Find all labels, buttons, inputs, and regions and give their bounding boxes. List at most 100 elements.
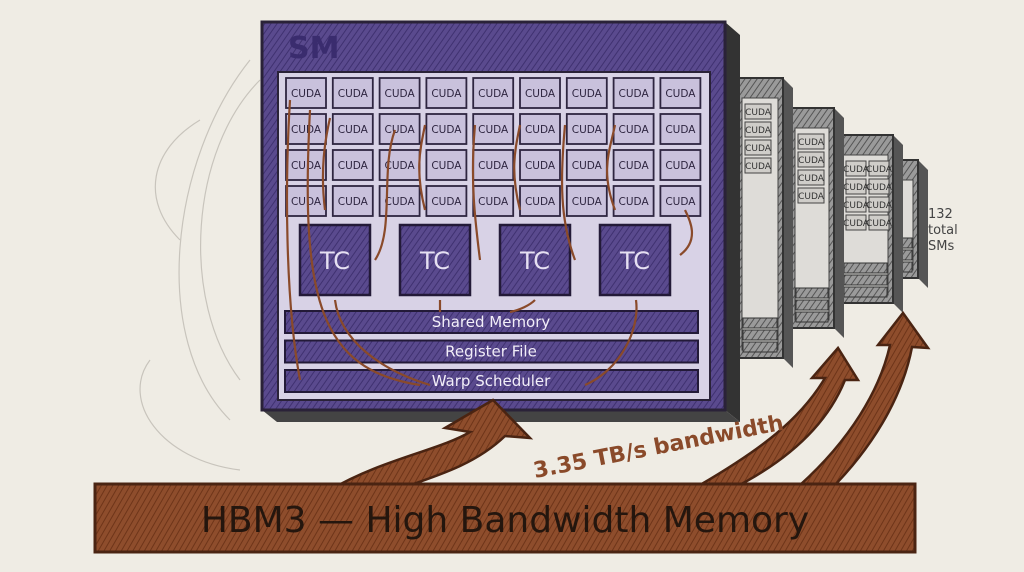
memory-bar-warp-scheduler: Warp Scheduler	[284, 369, 699, 393]
cuda-core: CUDA	[659, 149, 702, 181]
cuda-core-label: CUDA	[291, 124, 322, 136]
cuda-core-label: CUDA	[572, 88, 603, 100]
arrow-to-main-sm	[326, 398, 534, 498]
tensor-core-label: TC	[419, 247, 450, 275]
sm-count-sms: SMs	[928, 239, 954, 254]
background-memory-bar	[843, 274, 888, 286]
cuda-core-label: CUDA	[338, 124, 369, 136]
flow-arrow	[509, 299, 536, 314]
cuda-core-label: CUDA	[619, 88, 650, 100]
cuda-core: CUDA	[519, 185, 561, 217]
cuda-core: CUDA	[285, 149, 327, 181]
cuda-core: CUDA	[285, 113, 327, 145]
cuda-core: CUDA	[331, 185, 374, 217]
cuda-core-label: CUDA	[385, 196, 416, 208]
cuda-core: CUDA	[565, 77, 608, 109]
flow-arrow	[560, 124, 577, 261]
background-cuda-core	[845, 196, 867, 213]
cuda-core-label: CUDA	[525, 88, 556, 100]
background-memory-bar	[742, 317, 778, 329]
tensor-core-row: TC TC TC TC	[298, 223, 672, 297]
arrow-to-stack-2	[797, 310, 931, 492]
cuda-core: CUDA	[425, 185, 468, 217]
background-cuda-label: CUDA	[866, 201, 893, 211]
background-cuda-core	[744, 103, 772, 120]
cuda-core-label: CUDA	[338, 196, 369, 208]
background-cuda-core	[744, 139, 772, 156]
hbm3-label: HBM3 — High Bandwidth Memory	[201, 500, 809, 541]
sm-count: 132	[928, 207, 953, 222]
background-cuda-label: CUDA	[745, 126, 772, 136]
background-cuda-label: CUDA	[843, 201, 870, 211]
cuda-core: CUDA	[472, 185, 515, 217]
cuda-core: CUDA	[331, 113, 374, 145]
background-memory-bar	[795, 311, 829, 323]
arrow-to-stack-1	[696, 345, 861, 492]
cuda-core-label: CUDA	[431, 88, 462, 100]
cuda-core-label: CUDA	[291, 196, 322, 208]
flow-arrow	[605, 124, 617, 211]
cuda-core-label: CUDA	[572, 196, 603, 208]
cuda-core: CUDA	[378, 77, 421, 109]
cuda-core: CUDA	[565, 185, 608, 217]
tensor-core: TC	[498, 223, 572, 297]
flow-arrow	[584, 299, 638, 387]
cuda-core: CUDA	[285, 185, 327, 217]
cuda-core: CUDA	[659, 185, 702, 217]
flow-arrow	[374, 129, 397, 261]
background-cuda-label: CUDA	[866, 219, 893, 229]
background-cuda-core	[845, 160, 867, 177]
background-cuda-label: CUDA	[866, 165, 893, 175]
flow-arrow	[285, 99, 302, 381]
background-cuda-label: CUDA	[745, 162, 772, 172]
tensor-core-label: TC	[319, 247, 350, 275]
background-cuda-label: CUDA	[745, 144, 772, 154]
background-cuda-core	[744, 121, 772, 138]
cuda-core: CUDA	[425, 149, 468, 181]
cuda-core-grid: CUDA CUDA CUDA CUDA CUDA CUDA CUDA CUDA CUDA CUDA…	[285, 77, 702, 217]
cuda-core-label: CUDA	[338, 160, 369, 172]
cuda-core-label: CUDA	[525, 160, 556, 172]
tensor-core-label: TC	[519, 247, 550, 275]
background-memory-bar	[795, 299, 829, 311]
flow-arrow	[418, 124, 427, 211]
memory-bar-label: Shared Memory	[432, 313, 551, 331]
cuda-core-label: CUDA	[525, 124, 556, 136]
cuda-core-label: CUDA	[385, 124, 416, 136]
sm-count-total: total	[928, 223, 958, 238]
flow-arrow	[513, 124, 522, 211]
background-cuda-core	[744, 157, 772, 174]
background-cuda-label: CUDA	[745, 108, 772, 118]
background-cuda-label: CUDA	[843, 183, 870, 193]
tensor-core-label: TC	[619, 247, 650, 275]
cuda-core-label: CUDA	[478, 160, 509, 172]
cuda-core: CUDA	[659, 77, 702, 109]
background-cuda-label: CUDA	[866, 183, 893, 193]
cuda-core-label: CUDA	[385, 160, 416, 172]
cuda-core: CUDA	[425, 113, 468, 145]
background-cuda-core	[797, 169, 825, 186]
cuda-core-label: CUDA	[431, 124, 462, 136]
sm-stack: CUDACUDACUDACUDACUDACUDACUDACUDACUDACUDA…	[736, 77, 928, 368]
cuda-core-label: CUDA	[572, 124, 603, 136]
cuda-core-label: CUDA	[431, 196, 462, 208]
cuda-core: CUDA	[565, 149, 608, 181]
cuda-core-label: CUDA	[572, 160, 603, 172]
cuda-core-label: CUDA	[525, 196, 556, 208]
memory-bar-label: Warp Scheduler	[432, 372, 551, 390]
cuda-core: CUDA	[285, 77, 327, 109]
cuda-core-label: CUDA	[478, 124, 509, 136]
cuda-core-label: CUDA	[478, 88, 509, 100]
background-cuda-core	[868, 214, 890, 231]
cuda-core: CUDA	[378, 113, 421, 145]
memory-bar-register-file: Register File	[284, 339, 699, 364]
background-sketch-swirls	[139, 59, 261, 471]
cuda-core-label: CUDA	[478, 196, 509, 208]
cuda-core: CUDA	[612, 77, 655, 109]
background-cuda-label: CUDA	[798, 192, 825, 202]
flow-arrow	[333, 299, 431, 387]
cuda-core: CUDA	[612, 185, 655, 217]
cuda-core-label: CUDA	[291, 160, 322, 172]
bandwidth-arrows	[326, 310, 931, 498]
